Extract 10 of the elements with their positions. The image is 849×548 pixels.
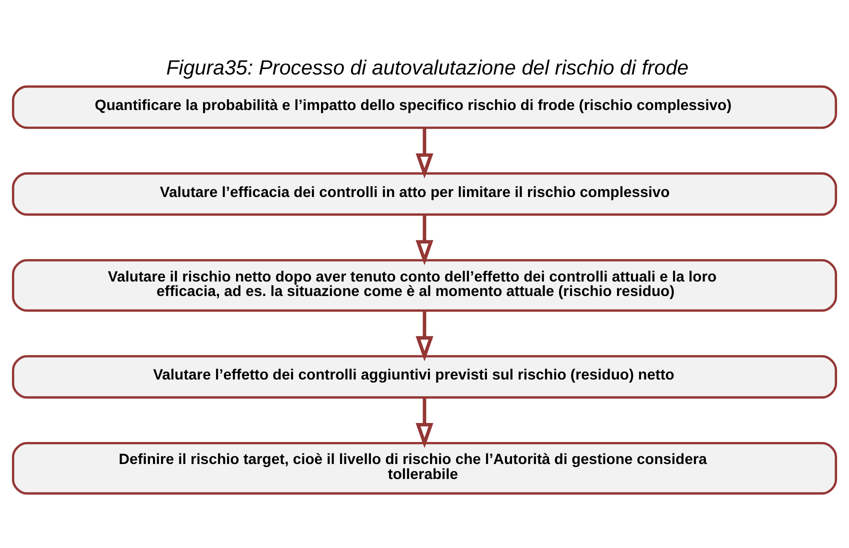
diagram-title: Figura35: Processo di autovalutazione del rischio di frode <box>166 56 689 80</box>
node-box: Valutare l’effetto dei controlli aggiuntivi previsti sul rischio (residuo) netto <box>12 355 838 399</box>
arrow <box>416 398 434 448</box>
node-box: Quantificare la probabilità e l’impatto dello specifico rischio di frode (rischio complessivo) <box>12 85 838 129</box>
node-box: Valutare l’efficacia dei controlli in atto per limitare il rischio complessivo <box>12 172 838 216</box>
node-box: Valutare il rischio netto dopo aver tenuto conto dell’effetto dei controlli attuali e la loro efficacia, ad es. la situazione come è al momento attuale (rischio residuo) <box>12 259 838 312</box>
arrow <box>416 214 434 266</box>
node-box: Definire il rischio target, cioè il livello di rischio che l’Autorità di gestione considera tollerabile <box>12 442 838 495</box>
arrow <box>416 310 434 362</box>
arrow <box>416 128 434 179</box>
